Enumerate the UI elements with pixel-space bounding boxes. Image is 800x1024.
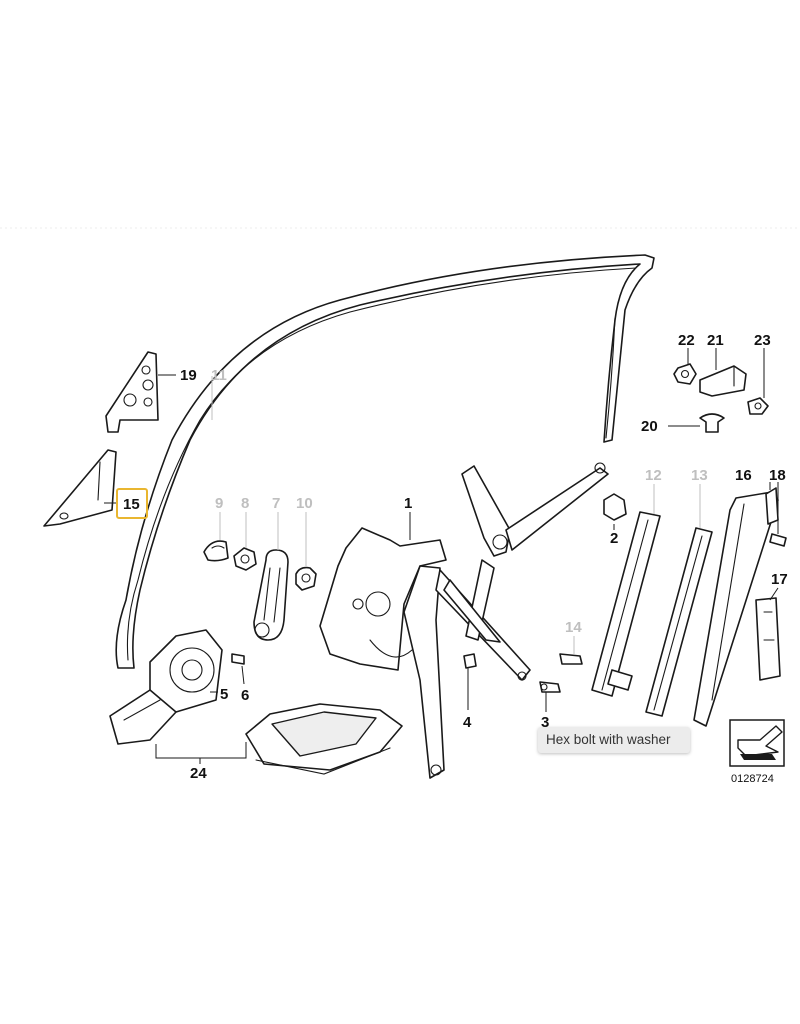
part-12-guide-rail[interactable]	[591, 511, 661, 697]
callout-16[interactable]: 16	[735, 467, 752, 484]
callout-23[interactable]: 23	[754, 332, 771, 349]
callout-18[interactable]: 18	[769, 467, 786, 484]
diagram-reference-number: 0128724	[731, 773, 774, 785]
leader-lines	[104, 348, 779, 764]
part-6-screw[interactable]	[231, 653, 245, 665]
callout-9[interactable]: 9	[215, 495, 223, 512]
part-22-nut[interactable]	[673, 363, 697, 385]
callout-2[interactable]: 2	[610, 530, 618, 547]
callout-1[interactable]: 1	[404, 495, 412, 512]
part-11-door-seal[interactable]	[115, 254, 655, 669]
part-8-guide[interactable]	[233, 547, 257, 571]
part-3-hex-bolt[interactable]	[539, 681, 561, 693]
callout-24[interactable]: 24	[190, 765, 207, 782]
callout-10[interactable]: 10	[296, 495, 313, 512]
callout-5[interactable]: 5	[220, 686, 228, 703]
part-5-motor[interactable]	[109, 629, 223, 745]
part-10-bushing[interactable]	[295, 566, 317, 591]
callout-19[interactable]: 19	[180, 367, 197, 384]
part-7-drive-belt[interactable]	[253, 549, 289, 641]
callout-6[interactable]: 6	[241, 687, 249, 704]
part-15-mirror-triangle[interactable]	[43, 449, 117, 527]
callout-15[interactable]: 15	[123, 496, 140, 513]
part-13-guide-rail[interactable]	[645, 527, 713, 717]
part-2-slider[interactable]	[603, 493, 627, 521]
callout-21[interactable]: 21	[707, 332, 724, 349]
orientation-box: 0128724	[729, 719, 785, 785]
part-tooltip: Hex bolt with washer	[538, 727, 690, 753]
callout-8[interactable]: 8	[241, 495, 249, 512]
callout-4[interactable]: 4	[463, 714, 472, 731]
callout-13[interactable]: 13	[691, 467, 708, 484]
part-24-control-module[interactable]	[245, 703, 403, 775]
part-20-clip[interactable]	[699, 413, 725, 433]
part-16-guide-rail[interactable]	[693, 487, 779, 727]
part-18-screw[interactable]	[769, 533, 787, 547]
part-9-bushing[interactable]	[203, 540, 229, 562]
part-23-bolt[interactable]	[747, 397, 769, 415]
callout-12[interactable]: 12	[645, 467, 662, 484]
callout-11[interactable]: 11	[211, 367, 227, 384]
callout-20[interactable]: 20	[641, 418, 658, 435]
callout-17[interactable]: 17	[771, 571, 788, 588]
callout-7[interactable]: 7	[272, 495, 280, 512]
part-14-bolt[interactable]	[559, 653, 583, 665]
part-4-nut[interactable]	[463, 653, 477, 669]
callout-labels: 1 2 3 4 5 6 7 8 9 10 11 12 13 14 15 16 1…	[123, 332, 788, 782]
part-17-guide-block[interactable]	[755, 597, 781, 681]
callout-3[interactable]: 3	[541, 714, 549, 731]
highlight-box-part-15	[116, 488, 148, 519]
callout-22[interactable]: 22	[678, 332, 695, 349]
callout-14[interactable]: 14	[565, 619, 582, 636]
part-1-window-regulator[interactable]	[319, 462, 609, 779]
part-21-bracket[interactable]	[699, 365, 747, 397]
part-19-triangle-cover[interactable]	[105, 351, 159, 433]
